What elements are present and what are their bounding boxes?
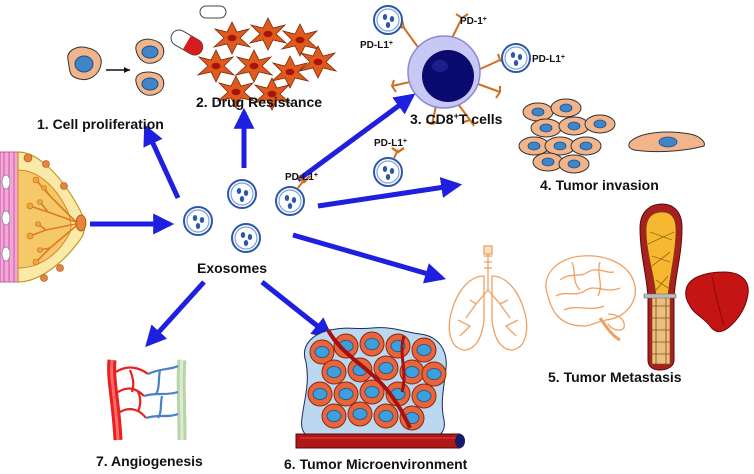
cd8-t-cells-label: 3. CD8+T cells [410, 111, 503, 127]
lungs-illustration [448, 245, 528, 351]
pd-l1-label-exosome: PD-L1+ [285, 172, 318, 184]
tumor-invasion-illustration [518, 98, 705, 174]
tumor-microenvironment-label: 6. Tumor Microenvironment [284, 456, 468, 472]
breast-illustration [0, 151, 87, 283]
arrow-to-tumor-invasion [317, 177, 463, 209]
tumor-metastasis-label: 5. Tumor Metastasis [548, 369, 682, 385]
exosome [231, 223, 261, 253]
exosome-cluster [183, 175, 311, 253]
pd-l1-label-right: PD-L1+ [532, 54, 565, 66]
exosome [227, 179, 257, 209]
tumor-invasion-label: 4. Tumor invasion [540, 177, 659, 193]
brain-illustration [545, 255, 636, 342]
arrow-to-cell-proliferation [143, 124, 181, 200]
arrow-to-cd8-t-cells [296, 93, 416, 183]
arrows [90, 93, 463, 348]
cd8-t-cell-illustration [373, 5, 531, 127]
arrow-to-angiogenesis [145, 280, 206, 348]
liver-illustration [685, 271, 749, 333]
pd-l1-label-free: PD-L1+ [374, 138, 407, 150]
pd-l1-label-left: PD-L1+ [360, 40, 393, 52]
exosome-pd-l1 [275, 175, 311, 216]
tumor-microenvironment-illustration [295, 327, 465, 449]
drug-resistance-label: 2. Drug Resistance [196, 94, 322, 110]
cell-proliferation-label: 1. Cell proliferation [37, 116, 164, 132]
angiogenesis-label: 7. Angiogenesis [96, 453, 203, 469]
exosome [183, 206, 213, 236]
cell-proliferation-illustration [67, 38, 165, 96]
exosome-pd-l1-free [373, 146, 405, 187]
arrow-to-tumor-microenvironment [260, 280, 334, 339]
drug-resistance-illustration [170, 5, 337, 111]
angiogenesis-illustration [107, 359, 187, 441]
pd-1-label: PD-1+ [460, 16, 487, 28]
arrow-to-tumor-metastasis [292, 232, 447, 284]
exosomes-label: Exosomes [197, 260, 267, 276]
bone-illustration [639, 203, 683, 371]
